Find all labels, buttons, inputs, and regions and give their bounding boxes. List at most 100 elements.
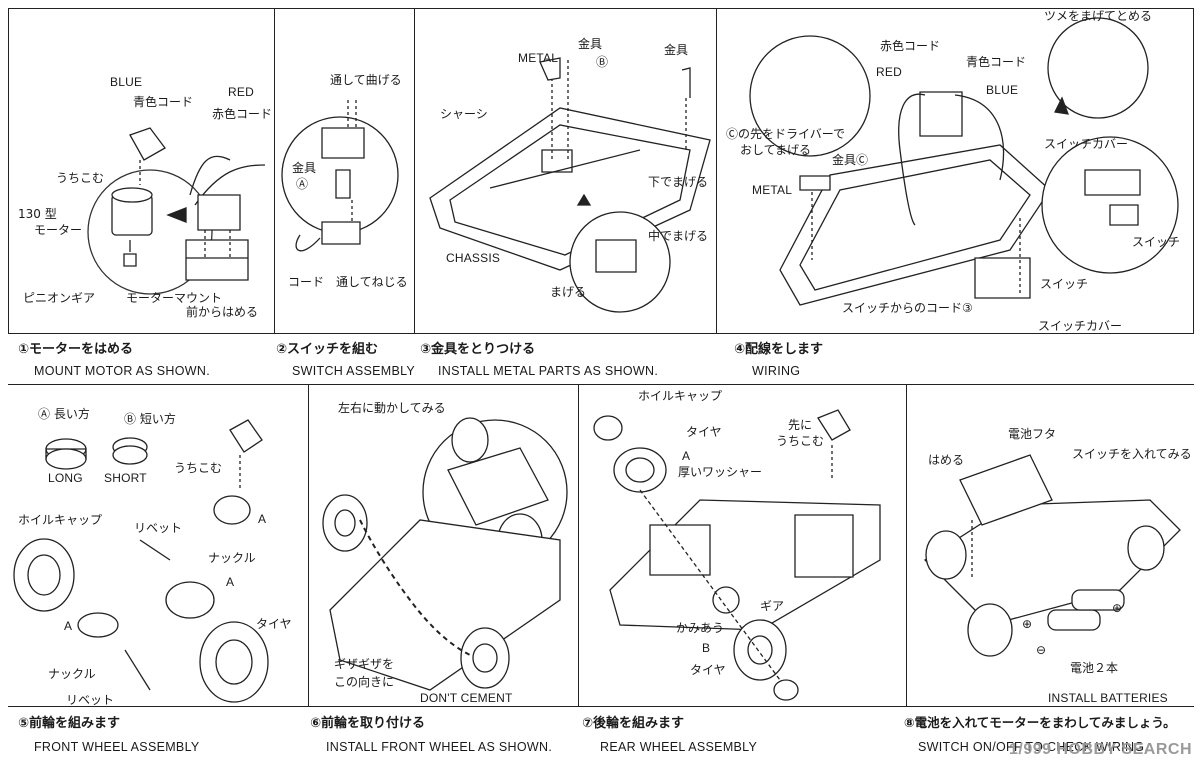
rear-wheel-illustration — [594, 410, 880, 700]
wiring-illustration — [750, 18, 1178, 305]
p5-hubcap: ホイルキャップ — [18, 513, 103, 527]
p1-uchikomu: うちこむ — [56, 171, 105, 185]
divider-3-4 — [716, 8, 717, 334]
step7-title: ⑦後輪を組みます — [582, 716, 685, 731]
p1-motor: モーター — [34, 223, 83, 237]
p5-short: SHORT — [104, 471, 147, 485]
motor-illustration — [88, 128, 265, 294]
p1-red-cord: 赤色コード — [212, 107, 273, 121]
step6-title: ⑥前輪を取り付ける — [310, 716, 426, 731]
p5-knuckle-2: ナックル — [48, 667, 96, 681]
p5-long: LONG — [48, 471, 83, 485]
p4-cord-from-switch: スイッチからのコード③ — [842, 301, 973, 315]
p8-install: INSTALL BATTERIES — [1048, 691, 1168, 705]
step4-title: ④配線をします — [734, 342, 824, 357]
p6-serration-1: ギザギザを — [334, 657, 395, 671]
p8-batteries: 電池２本 — [1070, 661, 1119, 675]
divider-5-6 — [308, 384, 309, 706]
p2-cord: コード — [288, 275, 325, 289]
p1-blue: BLUE — [110, 75, 143, 89]
p3-b: Ⓑ — [596, 55, 609, 69]
p7-washer: 厚いワッシャー — [678, 465, 763, 479]
battery-illustration — [925, 455, 1180, 656]
step8-subtitle: SWITCH ON/OFF TO CHECK WIRING. — [918, 740, 1149, 754]
divider-6-7 — [578, 384, 579, 706]
p1-red: RED — [228, 85, 254, 99]
p7-first-1: 先に — [788, 418, 813, 432]
p6-move: 左右に動かしてみる — [338, 401, 446, 415]
p4-metal-c: 金具Ⓒ — [832, 153, 869, 167]
p7-first-2: うちこむ — [776, 434, 825, 448]
p5-rivet: リベット — [134, 521, 183, 535]
p7-hubcap: ホイルキャップ — [638, 389, 723, 403]
p4-metal: METAL — [752, 183, 793, 197]
p1-blue-cord: 青色コード — [133, 95, 194, 109]
p3-metal-right: 金具 — [664, 43, 689, 57]
p1-motor-type: 130 型 — [18, 207, 57, 221]
p7-b: B — [702, 641, 711, 655]
p3-bend: まげる — [550, 285, 587, 299]
divider-2-3 — [414, 8, 415, 334]
p5-a2: A — [226, 575, 235, 589]
p1-front-fit: 前からはめる — [186, 305, 259, 319]
p4-switch-cover: スイッチカバー — [1044, 137, 1129, 151]
p3-metal-b: 金具 — [578, 37, 603, 51]
p8-plus-2: ⊕ — [1112, 601, 1123, 615]
front-wheel-install-illustration — [323, 418, 567, 690]
p4-switch: スイッチ — [1132, 235, 1181, 249]
p7-gear: ギア — [760, 599, 785, 613]
p6-serration-2: この向きに — [334, 675, 395, 689]
step1-subtitle: MOUNT MOTOR AS SHOWN. — [34, 364, 210, 378]
p1-pinion: ピニオンギア — [23, 291, 96, 305]
chassis-illustration — [430, 58, 710, 312]
p8-plus-1: ⊕ — [1022, 617, 1033, 631]
p8-fit: はめる — [928, 453, 965, 467]
p8-minus: ⊖ — [1036, 643, 1047, 657]
p5-rivet-2: リベット — [66, 693, 115, 707]
step5-title: ⑤前輪を組みます — [18, 716, 121, 731]
step2-subtitle: SWITCH ASSEMBLY — [292, 364, 416, 378]
p5-knuckle: ナックル — [208, 551, 256, 565]
p5-a3: A — [64, 619, 73, 633]
p1-mount: モーターマウント — [126, 291, 223, 305]
p5-a1: A — [258, 512, 267, 526]
p5-uchikomu: うちこむ — [174, 461, 223, 475]
p4-red: RED — [876, 65, 902, 79]
step1-title: ①モーターをはめる — [18, 342, 134, 357]
p4-c-tip-2: おしてまげる — [740, 143, 812, 157]
step6-subtitle: INSTALL FRONT WHEEL AS SHOWN. — [326, 740, 553, 754]
p3-chassis-jp: シャーシ — [440, 107, 488, 121]
p2-a: Ⓐ — [296, 177, 309, 191]
p4-switch-2: スイッチ — [1040, 277, 1089, 291]
p5-tire: タイヤ — [256, 617, 292, 631]
p8-switch-on: スイッチを入れてみる — [1072, 447, 1192, 461]
p7-tire-2: タイヤ — [690, 663, 726, 677]
step8-title: ⑧電池を入れてモーターをまわしてみましょう。 — [904, 715, 1176, 730]
top-caption-rule — [8, 384, 1194, 385]
divider-7-8 — [906, 384, 907, 706]
p2-bend: 通して曲げる — [330, 73, 402, 87]
switch-illustration — [282, 100, 398, 251]
bottom-panel-rule — [8, 706, 1194, 707]
p7-tire: タイヤ — [686, 425, 722, 439]
step5-subtitle: FRONT WHEEL ASSEMBLY — [34, 740, 200, 754]
p4-switch-cover-2: スイッチカバー — [1038, 319, 1123, 333]
p3-bend-mid: 中でまげる — [648, 229, 709, 243]
p2-twist: 通してねじる — [336, 275, 408, 289]
p7-mesh: かみあう — [676, 621, 725, 635]
divider-1-2 — [274, 8, 275, 334]
p4-red-cord: 赤色コード — [880, 39, 941, 53]
p4-blue-cord: 青色コード — [966, 55, 1027, 69]
p5-a-long: Ⓐ 長い方 — [38, 407, 90, 421]
step3-subtitle: INSTALL METAL PARTS AS SHOWN. — [438, 364, 659, 378]
p8-battery-cover: 電池フタ — [1008, 427, 1057, 441]
top-frame — [8, 8, 1194, 334]
p4-claw: ツメをまげてとめる — [1044, 9, 1153, 23]
step7-subtitle: REAR WHEEL ASSEMBLY — [600, 740, 758, 754]
hobby-search-watermark: 1/999 HOBBY SEARCH — [1009, 741, 1192, 758]
p7-a: A — [682, 449, 691, 463]
step3-title: ③金具をとりつける — [420, 342, 536, 357]
p4-c-tip-1: Ⓒの先をドライバーで — [726, 127, 846, 141]
p5-b-short: Ⓑ 短い方 — [124, 412, 176, 426]
